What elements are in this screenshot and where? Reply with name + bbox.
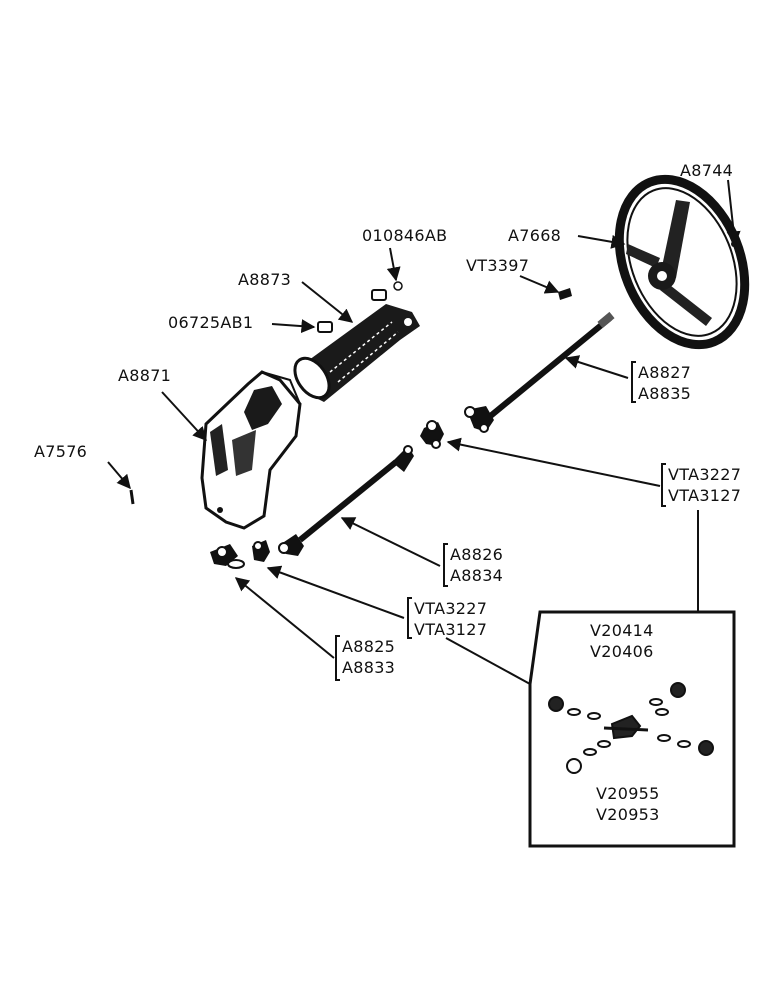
- label-bushing: 06725AB1: [168, 313, 254, 332]
- label-lower-yoke: A8825 A8833: [342, 636, 395, 678]
- label-spider-kit: V20414 V20406: [590, 620, 654, 662]
- label-bushing-retainer: 010846AB: [362, 226, 448, 245]
- steering-column-drawing: [293, 304, 420, 402]
- label-lower-joint-line1: VTA3227: [414, 599, 488, 618]
- label-horn-button: A8744: [680, 161, 734, 180]
- leader-lines: [107, 179, 741, 779]
- middle-shaft-drawing: [278, 445, 414, 556]
- label-upper-shaft-line2: A8835: [638, 384, 692, 403]
- inset-components-drawing: [548, 682, 714, 774]
- key-drawing: [558, 288, 572, 300]
- label-lower-yoke-line1: A8825: [342, 637, 396, 656]
- label-lower-joint: VTA3227 VTA3127: [414, 598, 487, 640]
- bushings-drawing: [317, 281, 403, 333]
- label-lower-joint-line2: VTA3127: [414, 620, 488, 639]
- label-lower-yoke-line2: A8833: [342, 658, 396, 677]
- label-bearing-kit: V20955 V20953: [596, 783, 660, 825]
- label-middle-shaft-line2: A8834: [450, 566, 504, 585]
- label-bearing-kit-line2: V20953: [596, 805, 660, 824]
- label-upper-joint-line1: VTA3227: [668, 465, 742, 484]
- label-steering-column: A8873: [238, 270, 292, 289]
- label-upper-joint-line2: VTA3127: [668, 486, 742, 505]
- upper-shaft-drawing: [464, 311, 615, 433]
- label-key: VT3397: [466, 256, 530, 275]
- label-pin: A7576: [34, 442, 88, 461]
- label-spider-kit-line2: V20406: [590, 642, 654, 661]
- steering-wheel-drawing: [614, 174, 750, 350]
- label-support: A8871: [118, 366, 172, 385]
- label-steering-wheel: A7668: [508, 226, 562, 245]
- pin-drawing: [129, 489, 135, 505]
- label-upper-joint: VTA3227 VTA3127: [668, 464, 741, 506]
- lower-joint-drawing: [210, 540, 270, 569]
- upper-joint-drawing: [420, 420, 444, 449]
- label-upper-shaft: A8827 A8835: [638, 362, 691, 404]
- label-middle-shaft: A8826 A8834: [450, 544, 503, 586]
- support-bracket-drawing: [200, 370, 302, 530]
- label-bearing-kit-line1: V20955: [596, 784, 660, 803]
- label-spider-kit-line1: V20414: [590, 621, 654, 640]
- label-middle-shaft-line1: A8826: [450, 545, 504, 564]
- label-upper-shaft-line1: A8827: [638, 363, 692, 382]
